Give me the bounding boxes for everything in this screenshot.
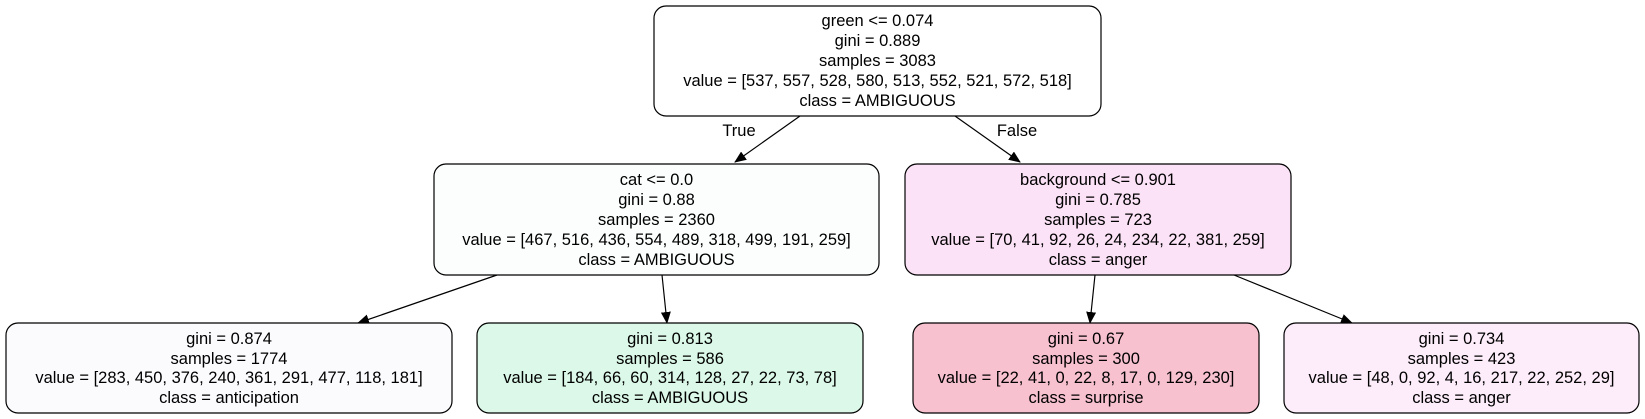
tree-node-root: green <= 0.074 gini = 0.889 samples = 30… [653,5,1102,117]
node-class-text: class = AMBIGUOUS [799,92,955,110]
tree-node-left: cat <= 0.0 gini = 0.88 samples = 2360 va… [433,163,880,276]
edge-root-right [954,115,1021,163]
leaf-value-text: value = [48, 0, 92, 4, 16, 217, 22, 252,… [1309,369,1615,387]
node-samples-text: samples = 2360 [598,211,715,229]
leaf-value-text: value = [184, 66, 60, 314, 128, 27, 22, … [503,369,836,387]
leaf-samples-text: samples = 300 [1032,350,1140,368]
edge-left-lr [660,274,671,324]
tree-leaf-lr: gini = 0.813 samples = 586 value = [184,… [476,322,864,414]
leaf-value-text: value = [22, 41, 0, 22, 8, 17, 0, 129, 2… [938,369,1235,387]
edge-left-ll [357,274,498,325]
leaf-class-text: class = surprise [1028,389,1143,407]
leaf-samples-text: samples = 423 [1408,350,1516,368]
leaf-class-text: class = AMBIGUOUS [592,389,748,407]
leaf-class-text: class = anger [1412,389,1511,407]
leaf-samples-text: samples = 586 [616,350,724,368]
leaf-samples-text: samples = 1774 [171,350,288,368]
node-samples-text: samples = 723 [1044,211,1152,229]
node-box [433,163,880,276]
leaf-gini-text: gini = 0.874 [186,330,272,348]
node-value-text: value = [537, 557, 528, 580, 513, 552, 5… [683,72,1072,90]
leaf-box [912,322,1260,414]
leaf-gini-text: gini = 0.813 [627,330,713,348]
edge-label-false: False [997,122,1037,140]
leaf-gini-text: gini = 0.734 [1419,330,1505,348]
node-gini-text: gini = 0.88 [618,191,695,209]
node-samples-text: samples = 3083 [819,52,936,70]
leaf-box [1283,322,1640,414]
tree-leaf-rl: gini = 0.67 samples = 300 value = [22, 4… [912,322,1260,414]
node-gini-text: gini = 0.889 [835,32,921,50]
edge-right-rl [1086,274,1097,324]
edge-label-true: True [722,122,755,140]
node-split-text: cat <= 0.0 [620,171,693,189]
leaf-value-text: value = [283, 450, 376, 240, 361, 291, 4… [35,369,422,387]
tree-leaf-rr: gini = 0.734 samples = 423 value = [48, … [1283,322,1640,414]
leaf-box [5,322,453,414]
leaf-box [476,322,864,414]
leaf-class-text: class = anticipation [159,389,299,407]
edge-root-left [734,115,801,163]
node-box [904,163,1292,276]
node-box [653,5,1102,117]
node-class-text: class = AMBIGUOUS [578,251,734,269]
node-split-text: background <= 0.901 [1020,171,1176,189]
node-split-text: green <= 0.074 [822,12,934,30]
node-gini-text: gini = 0.785 [1055,191,1141,209]
leaf-gini-text: gini = 0.67 [1048,330,1125,348]
node-class-text: class = anger [1049,251,1148,269]
tree-node-right: background <= 0.901 gini = 0.785 samples… [904,163,1292,276]
tree-leaf-ll: gini = 0.874 samples = 1774 value = [283… [5,322,453,414]
node-value-text: value = [467, 516, 436, 554, 489, 318, 4… [462,231,851,249]
node-value-text: value = [70, 41, 92, 26, 24, 234, 22, 38… [931,231,1264,249]
edge-right-rr [1233,274,1353,324]
